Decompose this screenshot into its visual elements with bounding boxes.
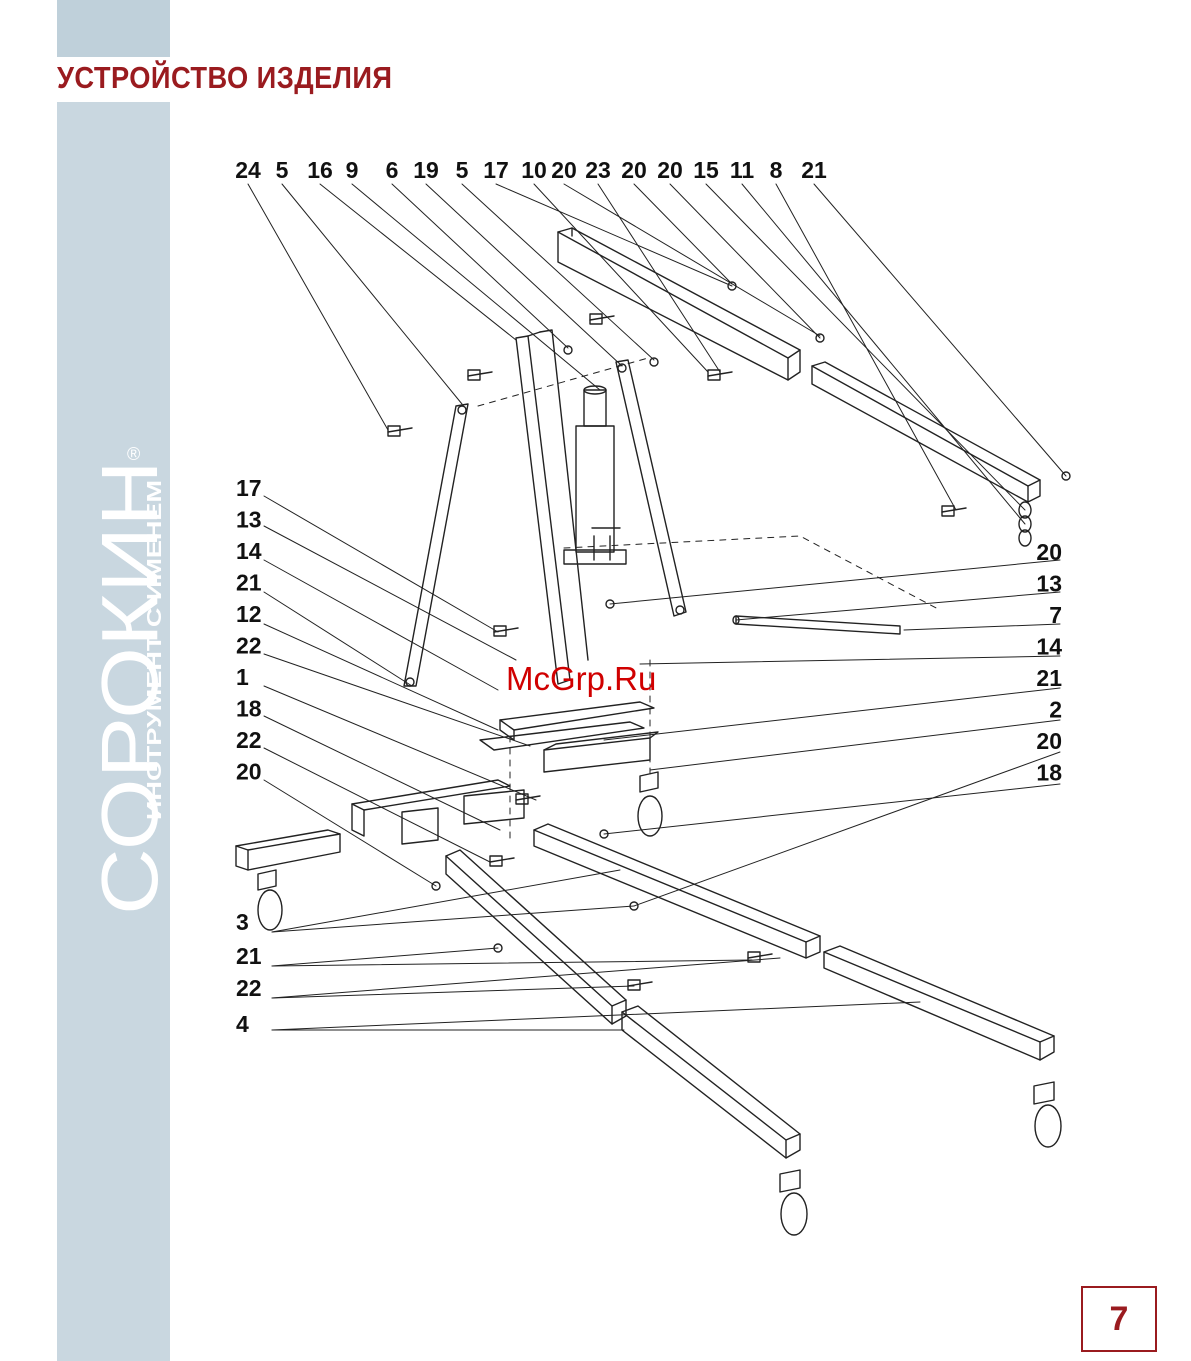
front-crossbar [544,732,658,772]
callout-bottom-left-1: 21 [236,943,262,969]
callout-top-9: 20 [551,157,577,183]
callout-top-11: 20 [621,157,647,183]
callout-left-0: 17 [236,475,262,501]
callout-right-6: 20 [1036,728,1062,754]
brand-registered-mark: ® [127,444,140,464]
callout-top-13: 15 [693,157,719,183]
brand-sidebar: СОРОКИН ИНСТРУМЕНТ С ИМЕНЕМ ® [57,0,170,1361]
callout-top-7: 17 [483,157,509,183]
boom-extension [812,362,1040,502]
left-brace [404,404,468,686]
callout-left-8: 22 [236,727,262,753]
callout-top-14: 11 [730,157,755,183]
callout-bottom-left-3: 4 [236,1011,249,1037]
callout-bottom-left-2: 22 [236,975,262,1001]
callout-left-9: 20 [236,759,262,785]
callout-top-1: 5 [276,157,289,183]
callout-top-16: 21 [801,157,827,183]
callout-bottom-left-0: 3 [236,909,249,935]
callout-top-8: 10 [521,157,547,183]
callout-right-4: 21 [1036,665,1062,691]
mast-post [516,330,588,684]
left-leg [446,850,626,1024]
callout-right-5: 2 [1049,697,1062,723]
callout-left-6: 1 [236,664,249,690]
left-leg-extension [622,1006,800,1158]
callout-top-3: 9 [346,157,359,183]
brand-tagline: ИНСТРУМЕНТ С ИМЕНЕМ [144,480,166,820]
callout-right-2: 7 [1049,602,1062,628]
sidebar-top-block [57,0,170,57]
callout-top-6: 5 [456,157,469,183]
right-leg [534,824,820,958]
page-number: 7 [1081,1286,1157,1352]
callout-right-1: 13 [1036,571,1062,597]
callout-top-10: 23 [585,157,611,183]
right-brace [616,360,686,616]
callout-top-12: 20 [657,157,683,183]
pump-handle [733,616,900,634]
hydraulic-jack [564,386,626,564]
callout-top-2: 16 [307,157,333,183]
callout-top-5: 19 [413,157,439,183]
left-stub-beam [236,830,340,870]
callout-left-7: 18 [236,696,262,722]
callout-left-2: 14 [236,538,262,564]
callout-right-3: 14 [1036,634,1062,660]
callout-right-0: 20 [1036,539,1062,565]
callout-left-3: 21 [236,570,262,596]
callout-top-0: 24 [235,157,261,183]
boom-beam [558,228,800,380]
caster-wheels [258,772,1061,1235]
callout-left-1: 13 [236,507,262,533]
right-leg-extension [824,946,1054,1060]
callout-left-5: 22 [236,633,262,659]
callout-top-4: 6 [386,157,399,183]
callout-right-7: 18 [1036,760,1062,786]
rear-crossbar [352,780,524,844]
page-title: УСТРОЙСТВО ИЗДЕЛИЯ [57,60,392,96]
watermark: McGrp.Ru [506,660,656,698]
brand-logo: СОРОКИН ИНСТРУМЕНТ С ИМЕНЕМ ® [57,440,170,920]
callout-left-4: 12 [236,601,262,627]
callout-leaders [248,184,1066,1030]
callout-top-15: 8 [770,157,783,183]
